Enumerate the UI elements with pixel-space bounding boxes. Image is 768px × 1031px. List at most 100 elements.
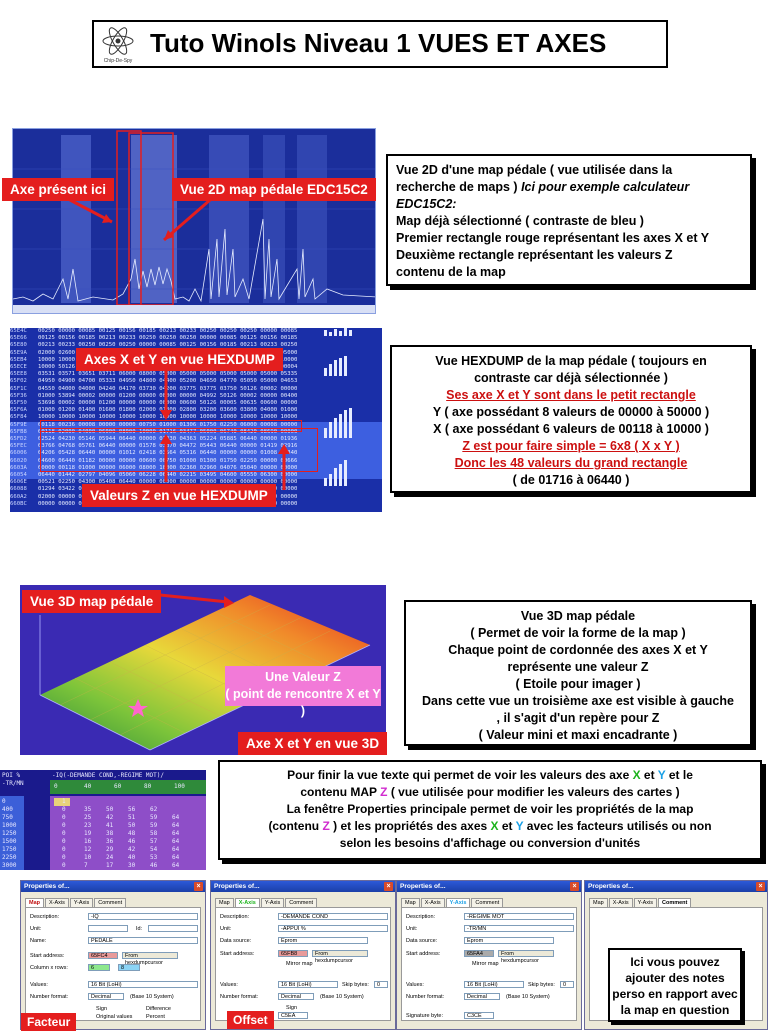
table-cell[interactable]: 42 [106,814,114,821]
table-cell[interactable]: 59 [150,822,158,829]
table-cell[interactable]: 46 [150,862,158,869]
table-cell[interactable]: 16 [84,838,92,845]
tab-x-axis[interactable]: X-Axis [420,898,445,907]
number-format-select[interactable]: Decimal [464,993,500,1000]
table-cell[interactable]: 64 [172,862,180,869]
skip-bytes-field[interactable]: 0 [560,981,574,988]
table-cell[interactable]: 36 [106,838,114,845]
table-cell[interactable]: 0 [62,838,66,845]
tab-x-axis[interactable]: X-Axis [45,898,69,907]
table-cell[interactable]: 51 [128,814,136,821]
tab-comment[interactable]: Comment [285,898,318,907]
table-cell[interactable]: 0 [62,854,66,861]
window-titlebar[interactable]: Properties of...× [397,881,581,892]
original-values-radio[interactable]: Original values [96,1014,133,1020]
close-icon[interactable]: × [194,882,203,891]
tab-map[interactable]: Map [25,898,44,907]
tab-y-axis[interactable]: Y-Axis [633,898,657,907]
table-cell[interactable]: 38 [106,830,114,837]
table-cell[interactable]: 25 [84,814,92,821]
table-cell[interactable]: 64 [172,838,180,845]
table-cell[interactable]: 10 [84,854,92,861]
tab-comment[interactable]: Comment [657,898,692,907]
tab-y-axis[interactable]: Y-Axis [69,898,94,907]
skip-bytes-field[interactable]: 0 [374,981,388,988]
close-icon[interactable]: × [756,882,765,891]
columns-field[interactable]: 6 [88,964,110,971]
table-cell[interactable]: 1 [62,798,66,805]
table-cell[interactable]: 30 [128,862,136,869]
comment-note[interactable]: Ici vous pouvez ajouter des notes perso … [608,948,742,1022]
description-field[interactable]: -IQ [88,913,198,920]
table-cell[interactable]: 19 [84,830,92,837]
table-cell[interactable]: 59 [150,814,158,821]
table-cell[interactable]: 64 [172,846,180,853]
values-select[interactable]: 16 Bit (LoHi) [88,981,198,988]
unit-field[interactable]: -TR/MN [464,925,574,932]
table-cell[interactable]: 41 [106,822,114,829]
properties-window-comment[interactable]: Properties of...× Map X-Axis Y-Axis Comm… [584,880,768,1030]
close-icon[interactable]: × [570,882,579,891]
percent-radio[interactable]: Percent [146,1014,165,1020]
table-cell[interactable]: 0 [62,806,66,813]
table-cell[interactable]: 7 [84,862,88,869]
table-cell[interactable]: 0 [62,862,66,869]
from-hexdump-button[interactable]: From hexdumpcursor [312,950,368,964]
mirror-map-checkbox[interactable]: Mirror map [286,961,313,967]
tab-y-axis[interactable]: Y-Axis [445,898,471,907]
graph-2d-view[interactable] [12,128,376,314]
number-format-select[interactable]: Decimal [278,993,314,1000]
tab-map[interactable]: Map [215,898,234,907]
data-source-select[interactable]: Eprom [278,937,368,944]
table-cell[interactable]: 0 [62,830,66,837]
properties-window-y-axis[interactable]: Properties of...× Map X-Axis Y-Axis Comm… [396,880,582,1030]
data-source-select[interactable]: Eprom [464,937,554,944]
mirror-map-checkbox[interactable]: Mirror map [472,961,499,967]
table-cell[interactable]: 0 [62,846,66,853]
table-cell[interactable]: 29 [106,846,114,853]
table-cell[interactable]: 53 [150,854,158,861]
id-field[interactable] [148,925,198,932]
table-cell[interactable]: 17 [106,862,114,869]
values-select[interactable]: 16 Bit (LoHi) [278,981,338,988]
table-cell[interactable]: 12 [84,846,92,853]
sign-checkbox[interactable]: Sign [96,1006,108,1012]
table-cell[interactable]: 64 [172,830,180,837]
tab-comment[interactable]: Comment [471,898,504,907]
signature-field[interactable]: C5EA [278,1012,308,1019]
tab-x-axis[interactable]: X-Axis [608,898,633,907]
description-field[interactable]: -REGIME MOT [464,913,574,920]
table-cursor-cell[interactable] [54,798,70,806]
sign-checkbox[interactable]: Sign [286,1005,298,1011]
table-cell[interactable]: 48 [128,830,136,837]
start-address-field[interactable]: 65FA4 [464,950,494,957]
table-cell[interactable]: 40 [128,854,136,861]
start-address-field[interactable]: 65FB8 [278,950,308,957]
table-cell[interactable]: 0 [62,822,66,829]
description-field[interactable]: -DEMANDE COND [278,913,388,920]
unit-field[interactable]: -APPUI % [278,925,388,932]
name-field[interactable]: PEDALE [88,937,198,944]
window-titlebar[interactable]: Properties of...× [211,881,395,892]
window-titlebar[interactable]: Properties of...× [585,881,767,892]
window-titlebar[interactable]: Properties of...× [21,881,205,892]
table-cell[interactable]: 64 [172,822,180,829]
unit-field[interactable] [88,925,128,932]
table-cell[interactable]: 46 [128,838,136,845]
table-cell[interactable]: 62 [150,806,158,813]
tab-y-axis[interactable]: Y-Axis [260,898,285,907]
tab-comment[interactable]: Comment [94,898,127,907]
table-cell[interactable]: 50 [106,806,114,813]
